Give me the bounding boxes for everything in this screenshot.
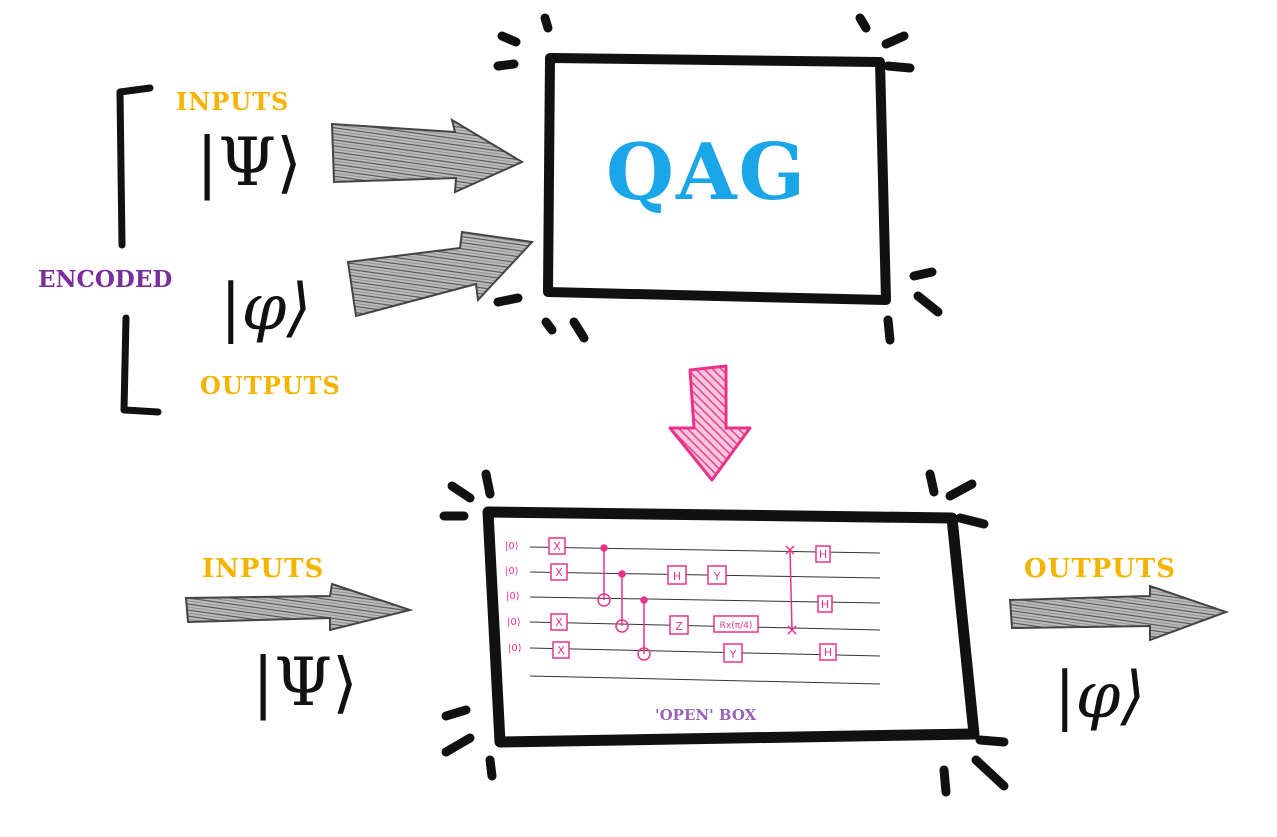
- gate-label: H: [821, 598, 829, 611]
- gate-box: [667, 565, 687, 585]
- encoded-bracket: [116, 84, 162, 416]
- qubit-labels: |0⟩ |0⟩ |0⟩ |0⟩ |0⟩: [505, 541, 522, 654]
- outputs-right-label: OUTPUTS: [1024, 554, 1177, 584]
- gate-box: [723, 643, 743, 663]
- gate-box: [819, 643, 837, 661]
- gate-label: Y: [729, 648, 737, 661]
- gate-label: X: [553, 540, 561, 553]
- outputs-left-label: OUTPUTS: [200, 371, 341, 400]
- inputs-top-label: INPUTS: [176, 87, 290, 116]
- qag-sparkles: [493, 13, 943, 345]
- psi-ket-top: |Ψ⟩: [196, 124, 302, 201]
- open-box-sparkles: [439, 469, 1009, 797]
- gate-box: [815, 545, 831, 563]
- phi-ket-top: |φ⟩: [220, 271, 312, 345]
- gate-box: [550, 563, 568, 581]
- qag-title: QAG: [606, 127, 808, 218]
- gate-label: H: [819, 548, 827, 561]
- encoded-label: ENCODED: [38, 266, 173, 293]
- gate-label: H: [824, 646, 832, 659]
- qubit-label: |0⟩: [505, 566, 519, 577]
- gate-label: X: [557, 644, 565, 657]
- qag-black-box: [543, 53, 891, 305]
- gate-label: Y: [713, 570, 721, 583]
- qubit-label: |0⟩: [505, 541, 519, 552]
- gate-label: X: [555, 566, 563, 579]
- qubit-wire: [529, 621, 881, 631]
- gate-label: Z: [675, 620, 683, 633]
- input-arrow-top: [330, 117, 525, 194]
- gate-box: [817, 595, 833, 613]
- gate-label: X: [555, 616, 563, 629]
- open-box-label: 'OPEN' BOX: [655, 706, 757, 724]
- gate-box: [548, 537, 566, 555]
- output-arrow-top: [346, 230, 535, 318]
- qubit-wire: [529, 675, 881, 685]
- psi-ket-bottom: |Ψ⟩: [252, 644, 358, 721]
- qubit-label: |0⟩: [508, 643, 522, 654]
- gate-labels: X X H Y X Z Rx(π/4) X Y H H H: [553, 540, 832, 661]
- inputs-bottom-label: INPUTS: [202, 554, 325, 584]
- gate-box: [552, 641, 570, 659]
- circuit-gates: [548, 537, 837, 663]
- phi-ket-bottom: |φ⟩: [1054, 659, 1146, 733]
- gate-box: [713, 615, 759, 633]
- expand-arrow: [668, 364, 752, 482]
- gate-box: [707, 565, 727, 585]
- output-arrow-bottom: [1008, 584, 1229, 642]
- qubit-label: |0⟩: [506, 591, 520, 602]
- gate-label: H: [673, 570, 681, 583]
- gate-box: [550, 613, 568, 631]
- qubit-label: |0⟩: [507, 617, 521, 628]
- cnot-gates: [597, 544, 797, 661]
- input-arrow-bottom: [184, 582, 414, 632]
- qubit-wire: [529, 571, 881, 579]
- gate-label: Rx(π/4): [720, 621, 753, 631]
- gate-box: [669, 615, 689, 635]
